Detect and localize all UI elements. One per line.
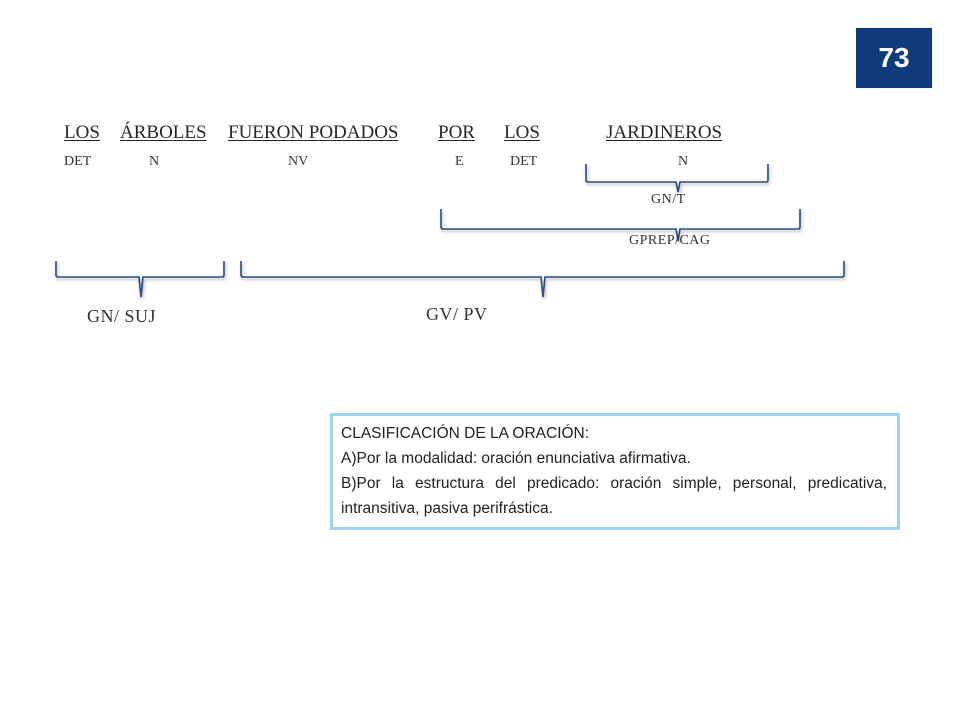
tag-n-2: N <box>678 154 689 169</box>
brace-gprep-cag <box>440 209 801 242</box>
classification-estructura: B)Por la estructura del predicado: oraci… <box>341 475 887 517</box>
classification-modalidad: A)Por la modalidad: oración enunciativa … <box>341 450 691 467</box>
word-los-1: LOS <box>64 122 100 143</box>
classification-box: CLASIFICACIÓN DE LA ORACIÓN: A)Por la mo… <box>330 413 900 530</box>
word-jardineros: JARDINEROS <box>606 122 723 143</box>
tag-n-1: N <box>149 154 160 169</box>
label-gprep-cag: GPREP/CAG <box>629 233 711 248</box>
classification-title: CLASIFICACIÓN DE LA ORACIÓN: <box>341 425 590 442</box>
label-gv-pv: GV/ PV <box>426 304 488 324</box>
label-gn-suj: GN/ SUJ <box>87 306 157 326</box>
brace-gv-pv <box>240 261 845 298</box>
tag-e: E <box>455 154 464 169</box>
slide-number: 73 <box>878 42 910 73</box>
word-fueron-podados: FUERON PODADOS <box>228 122 399 143</box>
word-por: POR <box>438 122 475 143</box>
brace-gn-t <box>585 164 769 193</box>
slide-number-badge: 73 <box>856 28 932 88</box>
word-arboles: ÁRBOLES <box>120 122 207 143</box>
tag-det-1: DET <box>64 154 92 169</box>
tag-nv: NV <box>288 154 309 169</box>
brace-gn-suj <box>55 261 225 298</box>
word-los-2: LOS <box>504 122 540 143</box>
tag-det-2: DET <box>510 154 538 169</box>
label-gn-t: GN/T <box>651 192 686 207</box>
